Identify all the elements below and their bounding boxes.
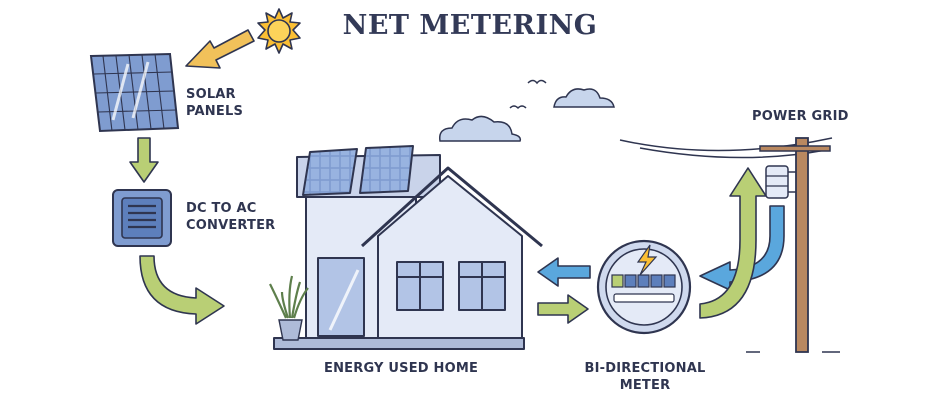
meter-label-line1: BI-DIRECTIONAL xyxy=(584,361,706,376)
diagram-title: NET METERING xyxy=(342,10,598,41)
bird-icon xyxy=(509,79,547,110)
power-grid-label: POWER GRID xyxy=(752,109,849,124)
ac-power-arrow xyxy=(139,255,225,325)
cloud-icon xyxy=(553,88,615,108)
converter-label-line1: DC TO AC xyxy=(186,201,257,216)
export-arrow xyxy=(537,294,589,324)
import-arrow xyxy=(537,257,591,287)
window xyxy=(458,261,506,311)
dc-power-arrow xyxy=(129,137,159,183)
solar-panels-label-line1: SOLAR xyxy=(186,87,236,102)
sun-icon xyxy=(257,8,301,54)
home-label: ENERGY USED HOME xyxy=(324,361,479,376)
cloud-icon xyxy=(439,115,522,142)
converter-label-line2: CONVERTER xyxy=(186,218,276,233)
converter-label: DC TO AC CONVERTER xyxy=(186,200,275,234)
converter-icon xyxy=(112,189,172,247)
house-icon xyxy=(273,145,543,350)
meter-icon xyxy=(596,239,692,335)
solar-panels-label: SOLAR PANELS xyxy=(186,86,243,120)
transformer-icon xyxy=(765,165,796,199)
rooftop-solar-panels xyxy=(302,145,414,196)
window xyxy=(396,261,444,311)
meter-label: BI-DIRECTIONAL METER xyxy=(580,360,710,394)
power-pole-icon xyxy=(619,137,840,353)
grid-export-arrow xyxy=(699,167,767,319)
plant-icon xyxy=(269,275,309,341)
solar-panel-icon xyxy=(89,52,180,133)
solar-panels-label-line2: PANELS xyxy=(186,104,244,119)
meter-label-line2: METER xyxy=(619,378,671,393)
sunlight-arrow xyxy=(185,29,255,69)
